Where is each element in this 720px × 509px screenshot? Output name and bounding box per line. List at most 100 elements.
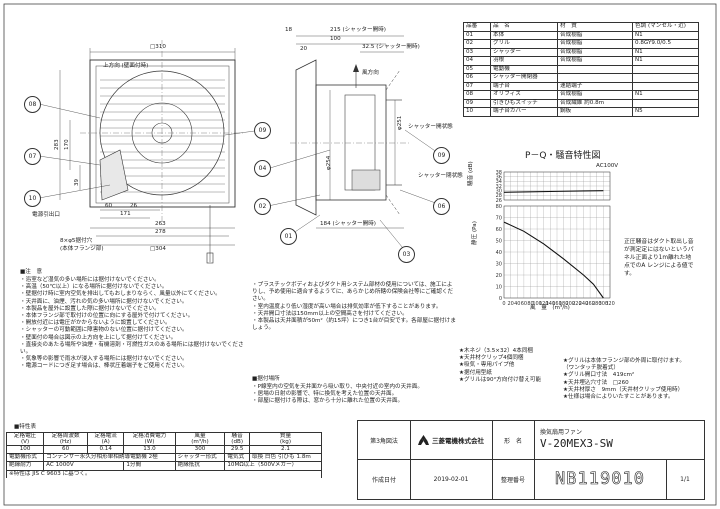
y-tick-label: 80 <box>496 204 502 210</box>
y-tick-label: 70 <box>496 215 502 221</box>
accessory-item: ★吸気・専用パイプ他 <box>459 362 515 369</box>
x-tick-label: 80 <box>527 301 533 307</box>
cord-value: 1.8m <box>296 454 311 461</box>
label-shutter-open: シャッター開状態 <box>408 124 453 130</box>
caution-item: ・本製品を屋外に設置した際に据付けないでください。 <box>20 305 160 312</box>
install-heading: ■据付場所 <box>252 376 280 382</box>
accessory-item: ★天井材クリップ4個同梱 <box>459 355 524 362</box>
x-tick-label: 160 <box>552 301 562 307</box>
dim-20: 20 <box>300 46 308 52</box>
dim-26: 26 <box>130 203 138 209</box>
parts-cell-material <box>557 73 633 83</box>
dim-263: 263 <box>155 221 166 227</box>
caution-heading: ■注 意 <box>20 269 43 275</box>
caution-list: ・浴室など湿気の多い場所には据付けないでください。・高温（50℃以上）になる場所… <box>20 277 245 371</box>
noise-tick-label: 36 <box>496 174 502 180</box>
spec-motor-row: 電動機形式 コンデンサー永久分相形単相誘導電動機 2極 シャッター形式 電気式 … <box>5 453 323 463</box>
label-mount-hole-sub: (本体フランジ部) <box>60 246 104 252</box>
insul-label: 絶縁耐力 <box>5 461 45 471</box>
spec-header-cell: 定格電流 (A) <box>86 432 125 446</box>
x-tick-label: 260 <box>585 301 595 307</box>
parts-cell-no: 07 <box>463 81 491 91</box>
parts-cell-name: 電動機 <box>490 64 558 74</box>
spec-value-cell: 29.5 <box>224 444 250 455</box>
x-tick-label: 180 <box>559 301 569 307</box>
noise-tick-label: 38 <box>496 170 502 176</box>
dim-278: 278 <box>155 229 166 235</box>
insul-value: AC 1000V <box>43 461 125 471</box>
product-type: 換気扇用ファン <box>540 429 583 436</box>
x-tick-label: 20 <box>507 301 513 307</box>
caution-item: ・シャッターの可動範囲に障害物のない位置に据付けてください。 <box>20 327 188 334</box>
shutter-value: 電気式 <box>224 453 250 463</box>
caution-item: ・浴室など湿気の多い場所には据付けないでください。 <box>20 277 160 283</box>
page-number: 1/1 <box>680 475 690 483</box>
caution-item: ・開放付近には電圧がかからないように設置してください。 <box>20 320 171 327</box>
x-tick-label: 220 <box>572 301 582 307</box>
parts-cell-color: N5 <box>632 107 699 117</box>
x-tick-label: 60 <box>521 301 527 307</box>
mitsubishi-logo-icon <box>418 435 429 445</box>
insul-res-value: 10MΩ以上（500Vメガー） <box>224 461 322 471</box>
pressure-axis-label: 静圧 (Pa) <box>472 221 478 245</box>
chart-xlabel: 風 量 (m³/h) <box>530 305 570 311</box>
chart-annotation: AC100V <box>596 163 619 169</box>
spec-value-cell: 60 <box>43 444 88 455</box>
parts-cell-name: シャッター <box>490 47 558 57</box>
noise-tick-label: 26 <box>496 198 502 204</box>
x-tick-label: 320 <box>605 301 615 307</box>
accessory-item: ★グリルは90°方向付け替え可能 <box>459 376 542 383</box>
caution-item: ・電源コードにつぎ足す場合は、棒状圧着端子をご使用ください。 <box>20 363 188 370</box>
parts-cell-name: 本体 <box>490 30 558 40</box>
y-tick-label: 10 <box>496 284 502 290</box>
spec-value-cell: 100 <box>5 444 45 455</box>
parts-header-no: 品番 <box>463 22 491 32</box>
dim-18: 18 <box>285 27 293 33</box>
dim-171: 171 <box>120 211 131 217</box>
parts-cell-color <box>632 64 699 74</box>
projection: 第3角図法 <box>358 421 411 460</box>
mid-note-item: ・プラスチックボディおよびダクト用システム部材の使用については、施工によりし、予… <box>252 282 454 303</box>
dim-32-5: 32.5 (シャッター開時) <box>362 44 420 50</box>
parts-cell-name: 端子台カバー <box>490 107 558 117</box>
noise-curve <box>503 190 604 193</box>
x-tick-label: 40 <box>514 301 520 307</box>
right-notes: ★木ネジ（3.5×32）4本同梱★天井材クリップ4個同梱★吸気・専用パイプ他★据… <box>459 348 569 384</box>
parts-cell-name: グリル <box>490 39 558 49</box>
insul-time: 1分間 <box>123 461 176 471</box>
spec-footnote: ※特性は JIS C 9603 に基づく。 <box>6 469 322 478</box>
dim-60: 60 <box>105 203 113 209</box>
caution-item: ・直接炎のあたる場所や油煙・有機溶剤・可燃性ガスのある場所には据付けないでくださ… <box>20 341 244 356</box>
mid-note-item: ・天井開口寸法は150mm以上の空間高さを付けてください。 <box>252 310 408 317</box>
parts-cell-name: 引きひもスイッチ <box>490 98 558 108</box>
x-tick-label: 100 <box>532 301 542 307</box>
parts-cell-material: 合成樹脂 <box>557 47 633 57</box>
y-tick-label: 50 <box>496 238 502 244</box>
y-tick-label: 0 <box>499 296 502 302</box>
dim-phi251: φ251 <box>397 115 403 130</box>
x-tick-label: 280 <box>592 301 602 307</box>
parts-cell-color: N1 <box>632 30 699 40</box>
parts-cell-color: 0.8GY9.0/0.5 <box>632 39 699 49</box>
install-note-item: ・部屋に据付ける際は、窓から十分に離れた位置の天井面。 <box>252 398 404 405</box>
dim-304: □304 <box>150 246 166 252</box>
color-value: 白色 <box>264 454 277 461</box>
color-label: 取換 <box>251 454 264 461</box>
spec-header-cell: 騒音 (dB) <box>224 432 250 446</box>
label-wind-direction: 風方向 <box>362 70 379 76</box>
chart-title: P－Q・騒音特性図 <box>525 151 601 161</box>
parts-header-name: 品 名 <box>490 22 558 32</box>
parts-cell-color: N1 <box>632 47 699 57</box>
parts-cell-name: シャッター開閉器 <box>490 73 558 83</box>
drawing-number: NB119010 <box>534 459 667 499</box>
label-up-direction: 上方向 (壁面付時) <box>103 63 149 69</box>
caution-item: ・天井面に、油煙、汚れの気の多い場所に据付けないでください。 <box>20 298 188 305</box>
parts-cell-name: 羽根 <box>490 56 558 66</box>
spec-note-item: ★天井埋込穴寸法 □260 <box>563 379 629 386</box>
